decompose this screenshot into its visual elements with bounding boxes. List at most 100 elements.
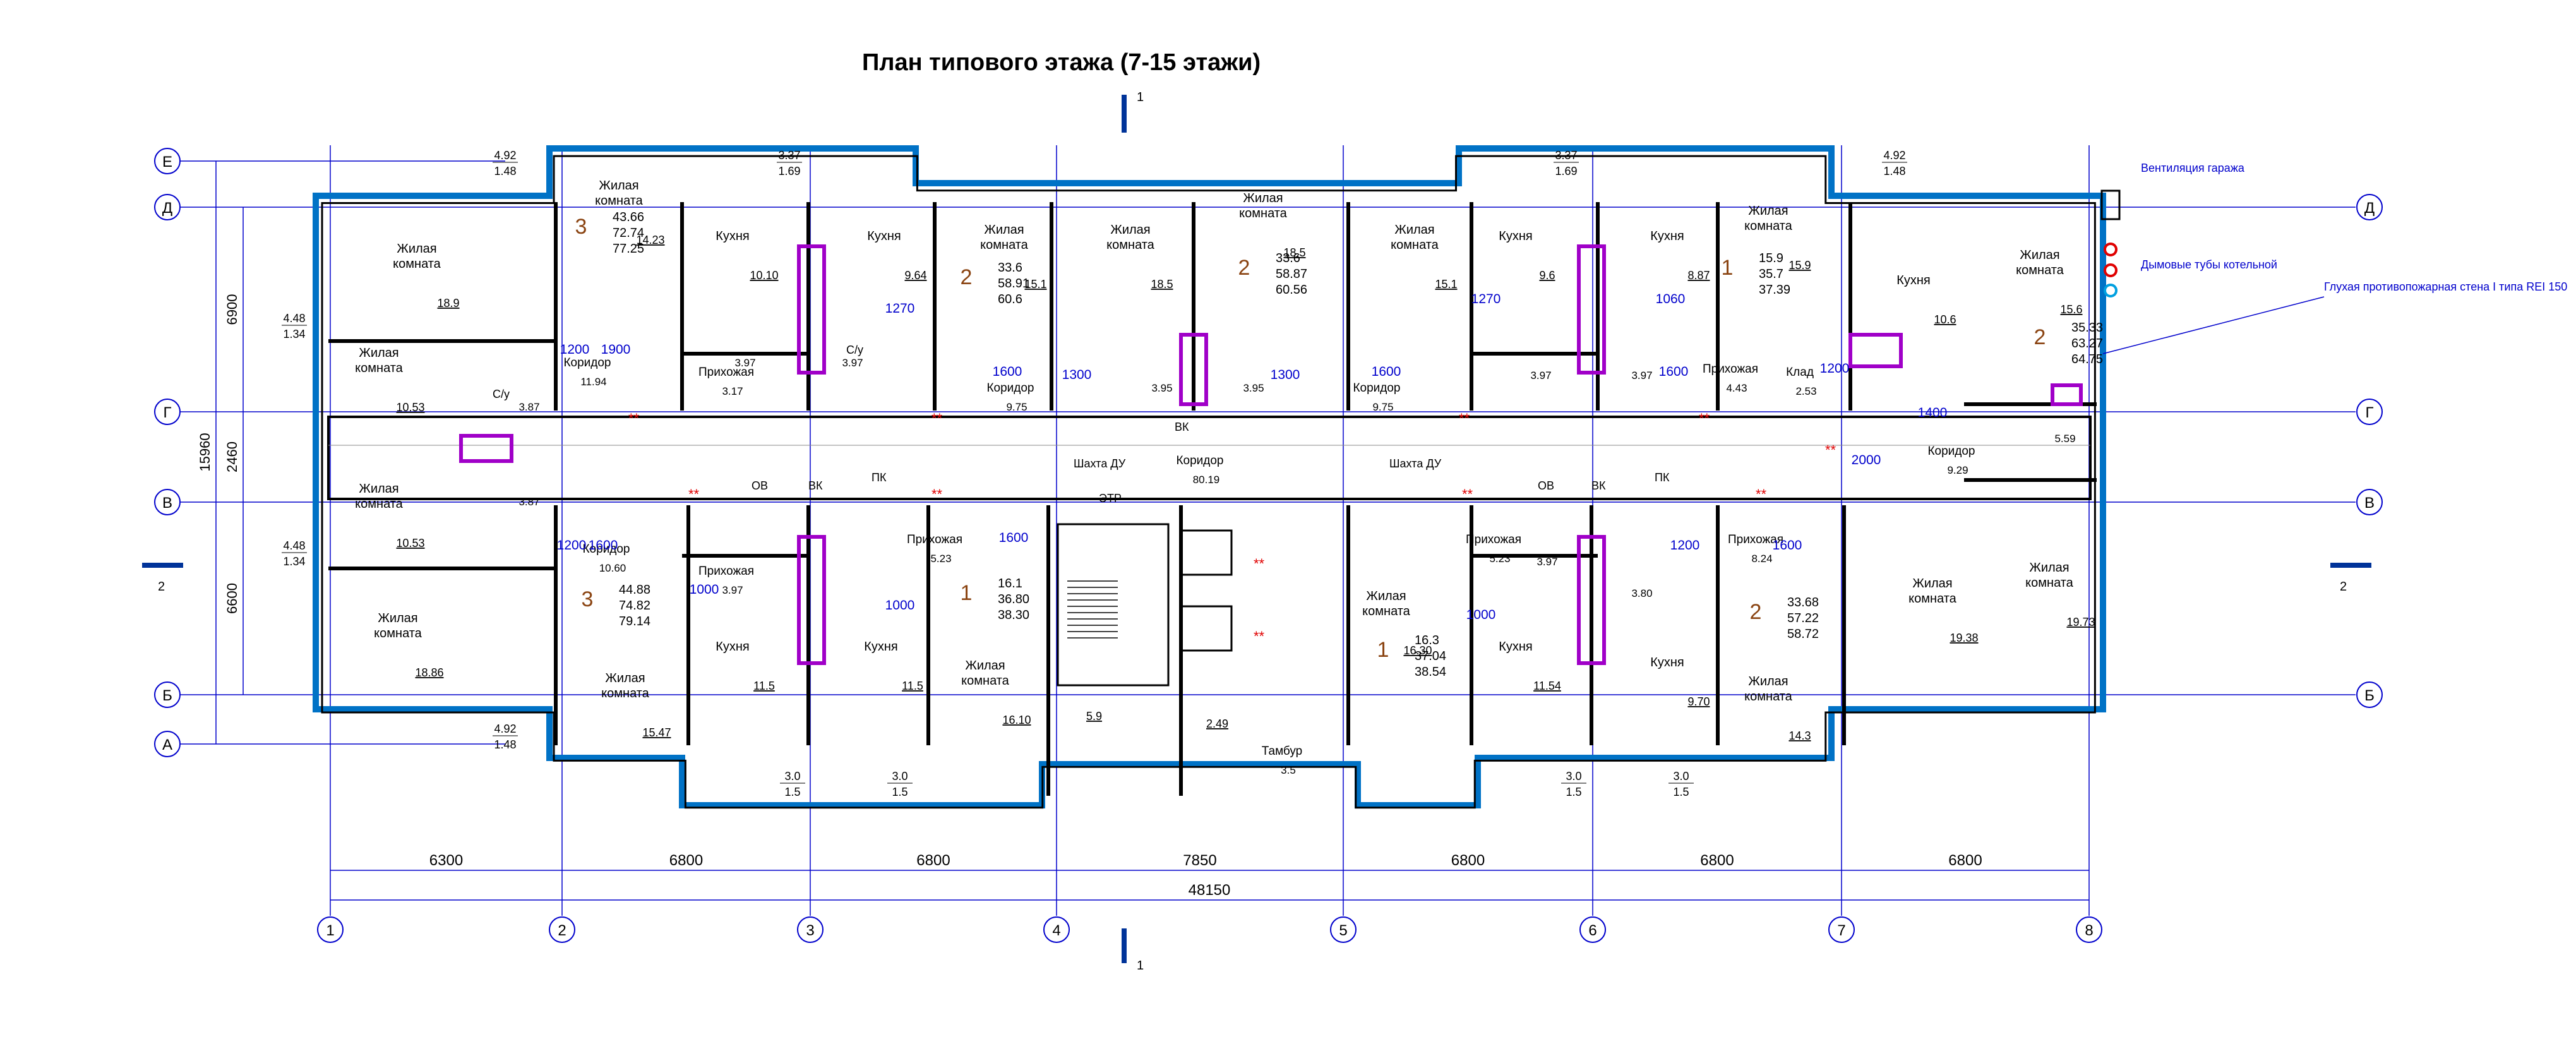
axis-bubble — [154, 489, 181, 515]
room-area: 18.5 — [1283, 246, 1305, 259]
corridor-area: 2.53 — [1795, 385, 1816, 397]
bathroom-area: 3.97 — [1631, 369, 1652, 381]
axis-label: 2 — [558, 922, 566, 939]
ventilation-shaft — [2051, 383, 2083, 406]
room-area: 9.70 — [1687, 695, 1710, 708]
corridor-area: 9.75 — [1006, 401, 1027, 413]
ventilation-shaft — [1848, 333, 1903, 368]
axis-label: 6 — [1588, 922, 1597, 939]
axis-label: 3 — [806, 922, 814, 939]
inner-dimension: 1000 — [690, 582, 719, 597]
bathroom-area: 3.97 — [842, 357, 863, 369]
axis-bubble — [1330, 916, 1357, 943]
stair-core — [1057, 523, 1170, 687]
vent-note: Вентиляция гаража — [2141, 162, 2245, 174]
corridor-area: 3.97 — [722, 584, 743, 596]
corridor-area: 5.23 — [930, 553, 951, 565]
axis-bubble — [154, 731, 181, 757]
dimension-value: 6600 — [224, 583, 240, 614]
smoke-pipe — [2104, 243, 2118, 256]
axis-label: Б — [162, 687, 172, 704]
dimension-value: 6800 — [1700, 852, 1734, 869]
balcony-area: 1.34 — [283, 328, 305, 340]
balcony-length: 4.48 — [283, 539, 305, 552]
room-area: 15.6 — [2060, 303, 2082, 316]
room-name: Кухня — [1499, 229, 1533, 243]
smoke-pipe — [2104, 263, 2118, 277]
axis-bubble — [154, 194, 181, 220]
room-area: 10.10 — [750, 269, 778, 282]
balcony-length: 3.0 — [892, 770, 908, 783]
apartment-total: 37.04 — [1415, 649, 1446, 663]
room-name: комната — [393, 257, 441, 271]
apartment-total-k: 37.39 — [1759, 283, 1790, 297]
fire-marker: ** — [1254, 628, 1265, 644]
balcony-area: 1.48 — [494, 165, 516, 177]
bathroom-area: 3.95 — [1243, 382, 1264, 394]
room-area: 16.30 — [1403, 644, 1432, 657]
room-name: комната — [2025, 576, 2074, 590]
facade-outline — [313, 145, 2106, 808]
room-name: Жилая — [1243, 191, 1283, 205]
axis-bubble — [549, 916, 575, 943]
section-mark: 1 — [1137, 959, 1144, 973]
inner-dimension: 1200 — [557, 538, 587, 553]
room-name: комната — [961, 674, 1010, 688]
pk-label: ПК — [872, 471, 887, 484]
apartment-total-k: 60.56 — [1276, 283, 1307, 297]
fire-marker: ** — [628, 411, 640, 426]
room-area: 11.5 — [902, 680, 923, 692]
axis-bubble — [154, 399, 181, 425]
corridor-name: Прихожая — [1728, 533, 1783, 546]
room-area: 11.5 — [753, 680, 775, 692]
walls — [142, 95, 2371, 963]
balcony-area: 1.69 — [778, 165, 800, 177]
apartment-total: 63.27 — [2071, 337, 2103, 351]
fire-marker: ** — [1825, 442, 1836, 458]
room-name: комната — [1106, 238, 1155, 252]
room-name: Жилая — [1366, 589, 1406, 603]
apartment-living: 33.68 — [1787, 596, 1819, 609]
fire-marker: ** — [1254, 556, 1265, 572]
room-name: комната — [1239, 207, 1288, 220]
room-area: 18.86 — [415, 666, 443, 679]
corridor-name: Прихожая — [1466, 533, 1521, 546]
lift-area: 5.9 — [1086, 710, 1102, 723]
apartment-total-k: 58.72 — [1787, 627, 1819, 641]
room-area: 15.1 — [1435, 278, 1457, 291]
room-name: Жилая — [2029, 561, 2069, 575]
inner-dimension: 1300 — [1271, 368, 1300, 382]
axis-label: 5 — [1339, 922, 1347, 939]
corridor-area: 9.29 — [1947, 464, 1968, 476]
room-name: Кухня — [1650, 229, 1684, 243]
room-name: Кухня — [716, 640, 750, 654]
ventilation-shaft — [459, 434, 513, 463]
small-area: 2.49 — [1206, 717, 1228, 730]
inner-dimension: 1300 — [1062, 368, 1092, 382]
inner-dimension: 1270 — [1471, 292, 1501, 306]
inner-dimension: 1900 — [601, 342, 631, 357]
balcony-length: 4.48 — [283, 312, 305, 325]
apartment-total: 36.80 — [998, 592, 1029, 606]
room-name: Жилая — [965, 659, 1005, 673]
inner-dimension: 1600 — [999, 531, 1029, 545]
inner-dimension: 1400 — [1918, 405, 1948, 420]
balcony-length: 3.0 — [784, 770, 800, 783]
dimension-value: 6800 — [916, 852, 950, 869]
axis-bubble — [1579, 916, 1606, 943]
ventilation-shaft — [1577, 244, 1606, 375]
inner-dimension: 1060 — [1656, 292, 1686, 306]
balcony-area: 1.5 — [1673, 786, 1689, 798]
room-area: 11.54 — [1533, 680, 1561, 692]
balcony-area: 1.69 — [1555, 165, 1577, 177]
ov-label: ОВ — [1538, 479, 1554, 492]
bathroom-area: 3.97 — [734, 357, 755, 369]
fire-marker: ** — [1699, 411, 1710, 426]
inner-dimension: 1270 — [885, 301, 915, 316]
shaft-label: Шахта ДУ — [1074, 457, 1126, 470]
room-name: Жилая — [359, 346, 398, 360]
section-mark: 2 — [2340, 580, 2347, 594]
apartment-total: 58.87 — [1276, 267, 1307, 281]
room-area: 10.53 — [396, 537, 424, 549]
axis-label: Д — [162, 200, 172, 217]
